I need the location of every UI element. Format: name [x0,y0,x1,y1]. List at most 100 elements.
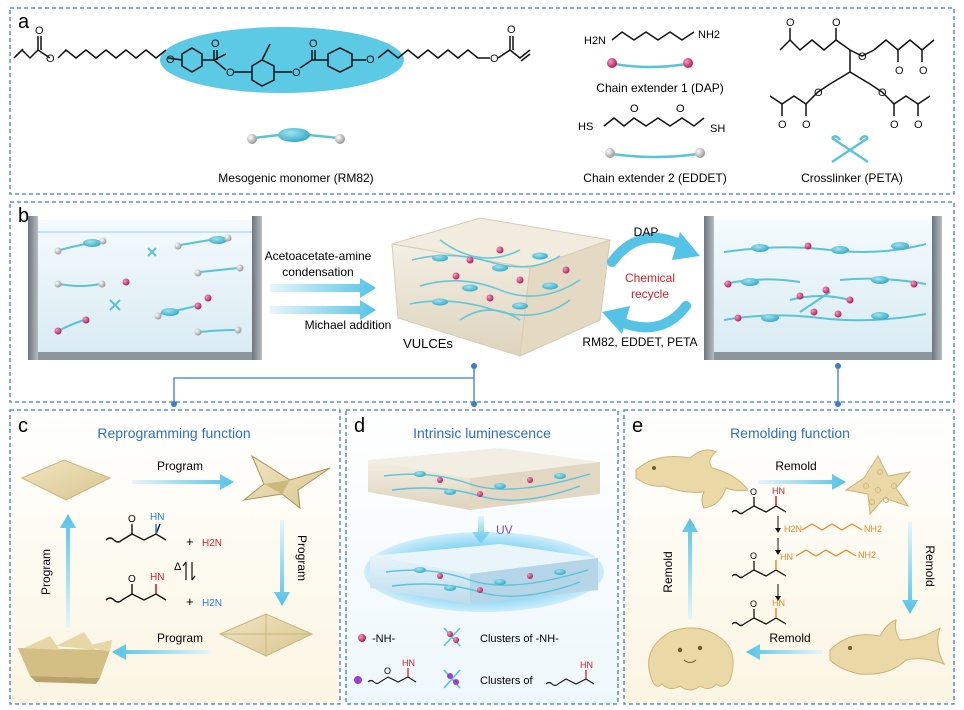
unexcited-block [368,448,600,510]
connector-dot [835,401,841,407]
rm82-structure [13,36,531,87]
recycled-tank-right [704,216,942,360]
atom-o: O [858,51,867,63]
c-hn-red-label: HN [150,572,164,583]
atom-o: O [750,599,757,609]
peta-caption: Crosslinker (PETA) [801,171,903,185]
legend-hn-label: HN [580,660,593,670]
dap-cartoon-icon [607,58,693,69]
connector-dot [171,401,177,407]
connector-dot [835,363,841,369]
atom-o: O [490,53,499,65]
e-hn-orange-label: HN [772,598,785,608]
connector-dot [471,363,477,369]
panel-c-title: Reprogramming function [97,425,250,441]
atom-o: O [292,67,301,79]
rm82-caption: Mesogenic monomer (RM82) [218,171,373,185]
panel-c-letter: c [18,415,28,437]
eddet-cartoon-icon [605,148,705,159]
program-label-top: Program [157,459,203,473]
panel-e-letter: e [632,415,643,437]
program-arrow-left [112,644,212,660]
amine-exchange-sequence: HN O H2N NH2 O HN NH2 [731,486,882,627]
plus-sign: + [186,534,194,549]
e-nh2-orange-label: NH2 [858,550,876,560]
atom-o: O [878,87,887,99]
e-hn-orange-label: HN [780,552,793,562]
panel-b-border [9,201,955,403]
eddet-structure: HS SH O O [578,103,725,135]
shark-shape [829,619,946,675]
equilibrium-arrows-icon [182,561,196,581]
atom-o: O [750,551,757,561]
remold-label-bottom: Remold [769,631,810,645]
rm82-cartoon-icon [247,128,345,144]
delta-symbol: Δ [174,561,182,573]
chemical-recycle-line1: Chemical [625,271,675,285]
legend-nh-label: -NH- [372,633,396,645]
remold-label-right: Remold [923,545,937,586]
atom-o: O [366,54,375,66]
atom-o: O [890,119,899,131]
remold-arrow-right [758,474,846,490]
c-h2n-blue-label: H2N [202,598,222,609]
atom-o: O [630,103,639,115]
flat-sheet-shape [20,459,112,501]
legend-enamine-dot [354,676,362,684]
atom-o: O [226,67,235,79]
eddet-caption: Chain extender 2 (EDDET) [583,171,726,185]
panel-d: d Intrinsic luminescence UV [345,409,619,705]
legend-nh-dot [358,634,366,642]
vulces-label: VULCEs [403,336,453,351]
reaction-arrows [270,278,376,320]
dap-structure: H2N NH2 [584,29,720,47]
atom-o: O [35,25,44,37]
atom-o: O [814,87,823,99]
atom-o: O [384,666,391,676]
panel-c: c Reprogramming function Program Program [9,409,341,705]
remold-arrow-down [902,522,918,614]
c-h2n-red-label: H2N [202,538,222,549]
starfish-shape [844,454,912,516]
luminescent-block [364,532,604,612]
atom-o: O [832,17,841,29]
panel-d-letter: d [354,415,365,437]
peta-cartoon-icon [831,135,869,164]
octopus-shape [648,627,734,691]
e-nh2-orange-label: NH2 [864,524,882,534]
atom-o: O [166,54,175,66]
atom-o: O [750,487,757,497]
eddet-hs-label: HS [578,121,593,133]
star-origami-shape [242,454,331,510]
program-label-right: Program [295,535,309,581]
legend-clusters-nh-label: Clusters of -NH- [480,633,559,645]
panel-b-letter: b [18,205,29,227]
c-hn-label: HN [150,512,164,523]
remold-arrow-up [682,518,698,620]
atom-o: O [507,24,516,36]
atom-o: O [676,103,685,115]
panel-a-border [9,7,955,195]
boat-origami-shape [18,632,112,684]
atom-o: O [778,119,787,131]
regenerate-reagents: RM82, EDDET, PETA [582,335,697,349]
chemical-recycle-line2: recycle [631,287,669,301]
dap-nh2-label: NH2 [698,29,720,41]
panel-b: b [9,201,955,407]
legend-hn-label: HN [402,658,415,668]
folded-diamond-shape [218,613,314,657]
reaction-condensation-line1: Acetoacetate-amine [265,249,372,263]
legend-clusters-of-label: Clusters of [480,675,534,687]
reaction-michael-addition: Michael addition [305,318,392,332]
atom-o: O [895,65,904,77]
legend-clusters-of-structure: HN [545,660,595,687]
panel-e-title: Remolding function [730,425,850,441]
legend-cluster-enamine-icon [443,669,461,689]
panel-e: e Remolding function Remold [623,409,955,705]
panel-connectors [173,366,839,404]
dolphin-shape [635,449,749,509]
peta-structure [769,28,935,116]
atom-o: O [46,53,55,65]
legend-enamine-structure: HN O [367,658,417,685]
